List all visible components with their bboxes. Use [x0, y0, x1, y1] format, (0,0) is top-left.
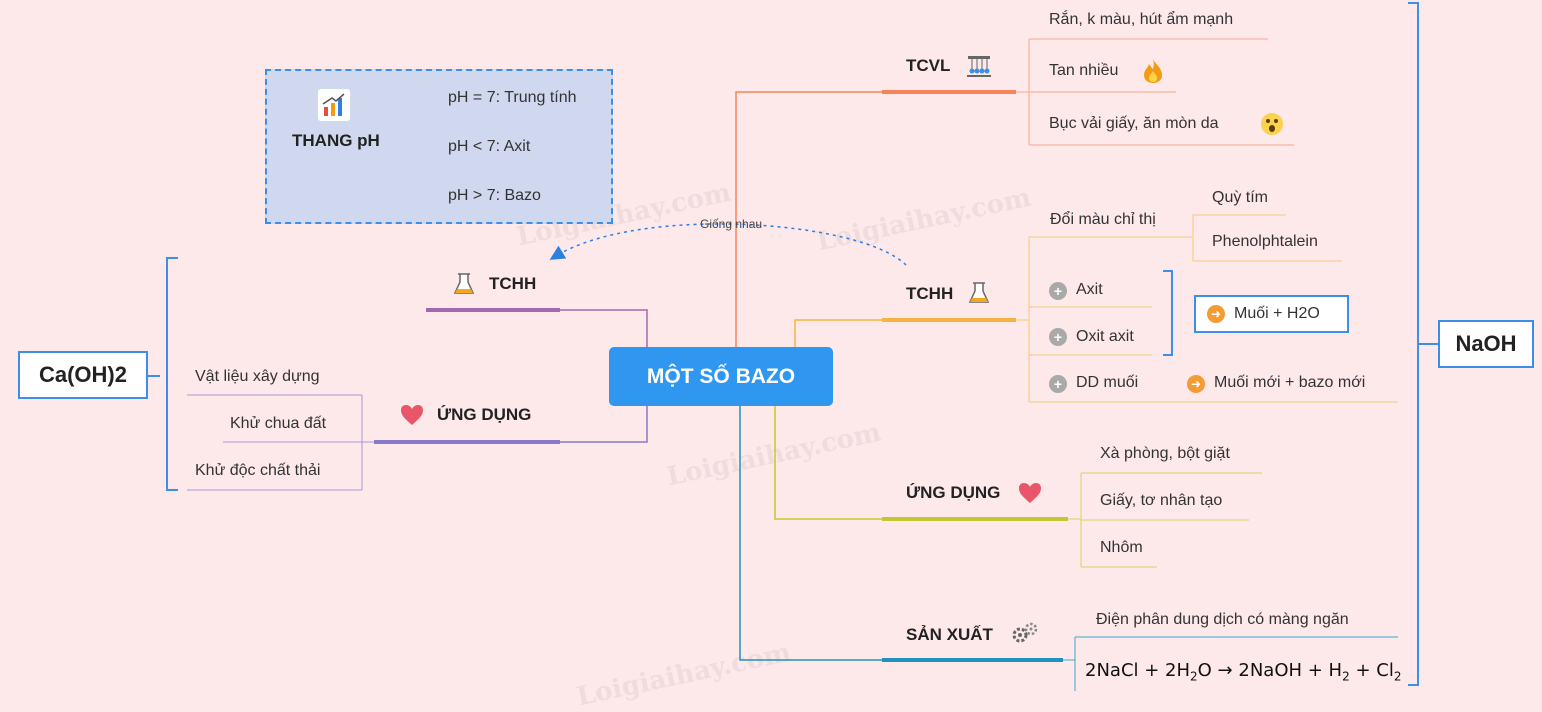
- naoh-tcvl-topic[interactable]: TCVL: [906, 56, 951, 75]
- tcvl-item: Tan nhiều: [1049, 62, 1119, 79]
- caoh2-node[interactable]: Ca(OH)2: [18, 351, 148, 399]
- naoh-use-item: Giấy, tơ nhân tạo: [1100, 492, 1223, 509]
- caoh2-tchh-topic[interactable]: TCHH: [489, 274, 537, 293]
- ph-item: pH < 7: Axit: [448, 138, 531, 155]
- flask-icon: [968, 282, 990, 303]
- gears-icon: [1012, 622, 1038, 643]
- heart-icon: [401, 405, 423, 425]
- arrow-right-icon: ➜: [1187, 375, 1205, 393]
- caoh2-use-item: Vật liệu xây dựng: [195, 368, 320, 385]
- caoh2-uses-topic[interactable]: ỨNG DỤNG: [437, 405, 532, 424]
- central-topic[interactable]: MỘT SỐ BAZO: [609, 347, 833, 406]
- naoh-use-item: Nhôm: [1100, 539, 1143, 556]
- production-method: Điện phân dung dịch có màng ngăn: [1096, 611, 1349, 628]
- naoh-production-topic[interactable]: SẢN XUẤT: [906, 625, 993, 644]
- tcvl-item: Bục vải giấy, ăn mòn da: [1049, 115, 1219, 132]
- reactant-acid: Axit: [1076, 281, 1103, 298]
- reactant-salt: DD muối: [1076, 374, 1139, 391]
- surprised-face-icon: [1261, 113, 1283, 135]
- similar-label: Giống nhau: [700, 217, 763, 231]
- fire-icon: [1144, 59, 1162, 83]
- indicator-option: Phenolphtalein: [1212, 233, 1318, 250]
- heart-icon: [1019, 483, 1041, 503]
- ph-item: pH > 7: Bazo: [448, 187, 541, 204]
- ph-scale-title: THANG pH: [292, 131, 380, 150]
- naoh-node[interactable]: NaOH: [1438, 320, 1534, 368]
- production-equation: 2NaCl + 2H2O → 2NaOH + H2 + Cl2: [1085, 660, 1402, 684]
- acid-result: Muối + H2O: [1234, 305, 1320, 322]
- indicator-item: Đổi màu chỉ thị: [1050, 211, 1156, 228]
- arrow-right-icon: ➜: [1207, 305, 1225, 323]
- plus-icon[interactable]: +: [1049, 328, 1067, 346]
- naoh-tchh-topic[interactable]: TCHH: [906, 284, 954, 303]
- plus-icon[interactable]: +: [1049, 375, 1067, 393]
- reactant-acid-oxide: Oxit axit: [1076, 328, 1134, 345]
- newtons-cradle-icon: [967, 56, 991, 77]
- flask-icon: [453, 273, 475, 294]
- salt-result: Muối mới + bazo mới: [1214, 374, 1366, 391]
- naoh-uses-topic[interactable]: ỨNG DỤNG: [906, 483, 1001, 502]
- bar-chart-icon: [318, 89, 350, 121]
- ph-item: pH = 7: Trung tính: [448, 89, 577, 106]
- indicator-option: Quỳ tím: [1212, 189, 1269, 206]
- caoh2-use-item: Khử chua đất: [230, 415, 327, 432]
- plus-icon[interactable]: +: [1049, 282, 1067, 300]
- caoh2-use-item: Khử độc chất thải: [195, 462, 321, 479]
- connector-lines: [148, 2, 1438, 691]
- tcvl-item: Rắn, k màu, hút ẩm mạnh: [1049, 11, 1234, 28]
- naoh-use-item: Xà phòng, bột giặt: [1100, 445, 1230, 462]
